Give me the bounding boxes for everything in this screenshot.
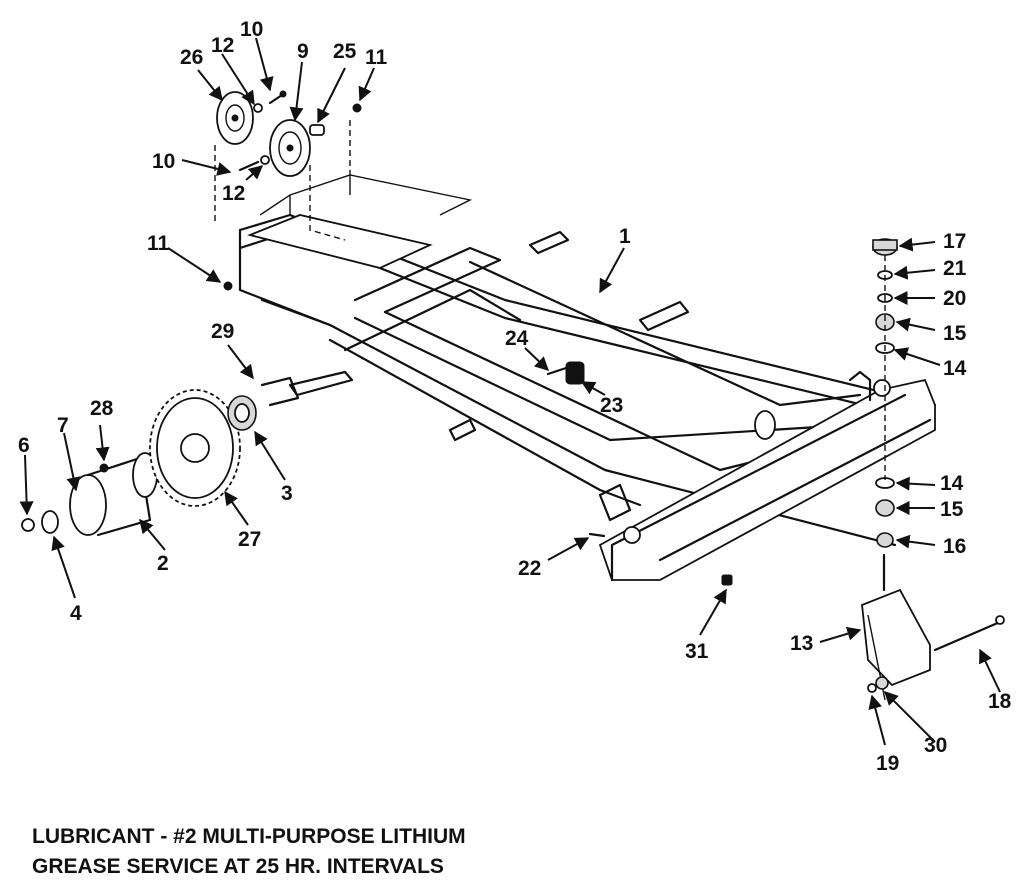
part-pulley-9 [269,119,311,177]
part-bolts-washers [223,90,362,291]
callout-31: 31 [685,640,709,663]
callout-9: 9 [297,40,309,63]
alignment-lines [214,120,886,480]
callout-29: 29 [211,320,234,343]
callout-15-bottom: 15 [940,498,964,521]
part-clip-23 [565,361,585,385]
callout-18: 18 [988,690,1012,713]
callout-10-left: 10 [152,150,175,173]
callout-23: 23 [600,394,623,417]
part-pulley-26 [216,91,254,145]
callout-24: 24 [505,327,529,350]
callout-4: 4 [70,602,82,625]
callout-1: 1 [619,225,631,248]
callout-12-left: 12 [222,182,245,205]
callout-21: 21 [943,257,967,280]
callout-14-top: 14 [943,357,967,380]
part-grease-fitting-28 [99,463,109,473]
callout-27: 27 [238,528,261,551]
part-screw-22 [588,532,606,538]
part-nut-19-30 [867,676,889,693]
callout-7: 7 [57,414,69,437]
callout-12-top: 12 [211,34,234,57]
callout-labels: 1 2 3 4 6 7 9 10 10 11 11 12 12 13 14 14… [18,18,1012,775]
callout-10-top: 10 [240,18,263,41]
callout-28: 28 [90,397,114,420]
frame-assembly [238,174,937,586]
callout-30: 30 [924,734,947,757]
callout-11-top: 11 [365,46,388,69]
callout-19: 19 [876,752,899,775]
part-cap-4 [41,510,59,534]
callout-26: 26 [180,46,203,69]
lubricant-note-line-1: LUBRICANT - #2 MULTI-PURPOSE LITHIUM [32,825,466,848]
lubricant-note-line-2: GREASE SERVICE AT 25 HR. INTERVALS [32,855,444,878]
callout-6: 6 [18,434,30,457]
callout-22: 22 [518,557,541,580]
part-sprocket-27 [149,389,241,507]
callout-3: 3 [281,482,293,505]
callout-25: 25 [333,40,357,63]
callout-17: 17 [943,230,966,253]
part-bearing-3 [227,376,300,431]
part-screw-24 [546,366,568,376]
part-hub-2 [69,452,158,537]
callout-16: 16 [943,535,966,558]
callout-15-top: 15 [943,322,967,345]
callout-leaders [19,37,1001,746]
callout-20: 20 [943,287,966,310]
lubricant-note: LUBRICANT - #2 MULTI-PURPOSE LITHIUM GRE… [32,822,466,882]
part-caster-fork-13 [861,553,931,701]
callout-2: 2 [157,552,169,575]
part-bolt-18 [933,615,1005,652]
callout-14-bottom: 14 [940,472,964,495]
callout-13: 13 [790,632,813,655]
callout-11-left: 11 [147,232,170,255]
part-nut-6 [21,518,35,532]
